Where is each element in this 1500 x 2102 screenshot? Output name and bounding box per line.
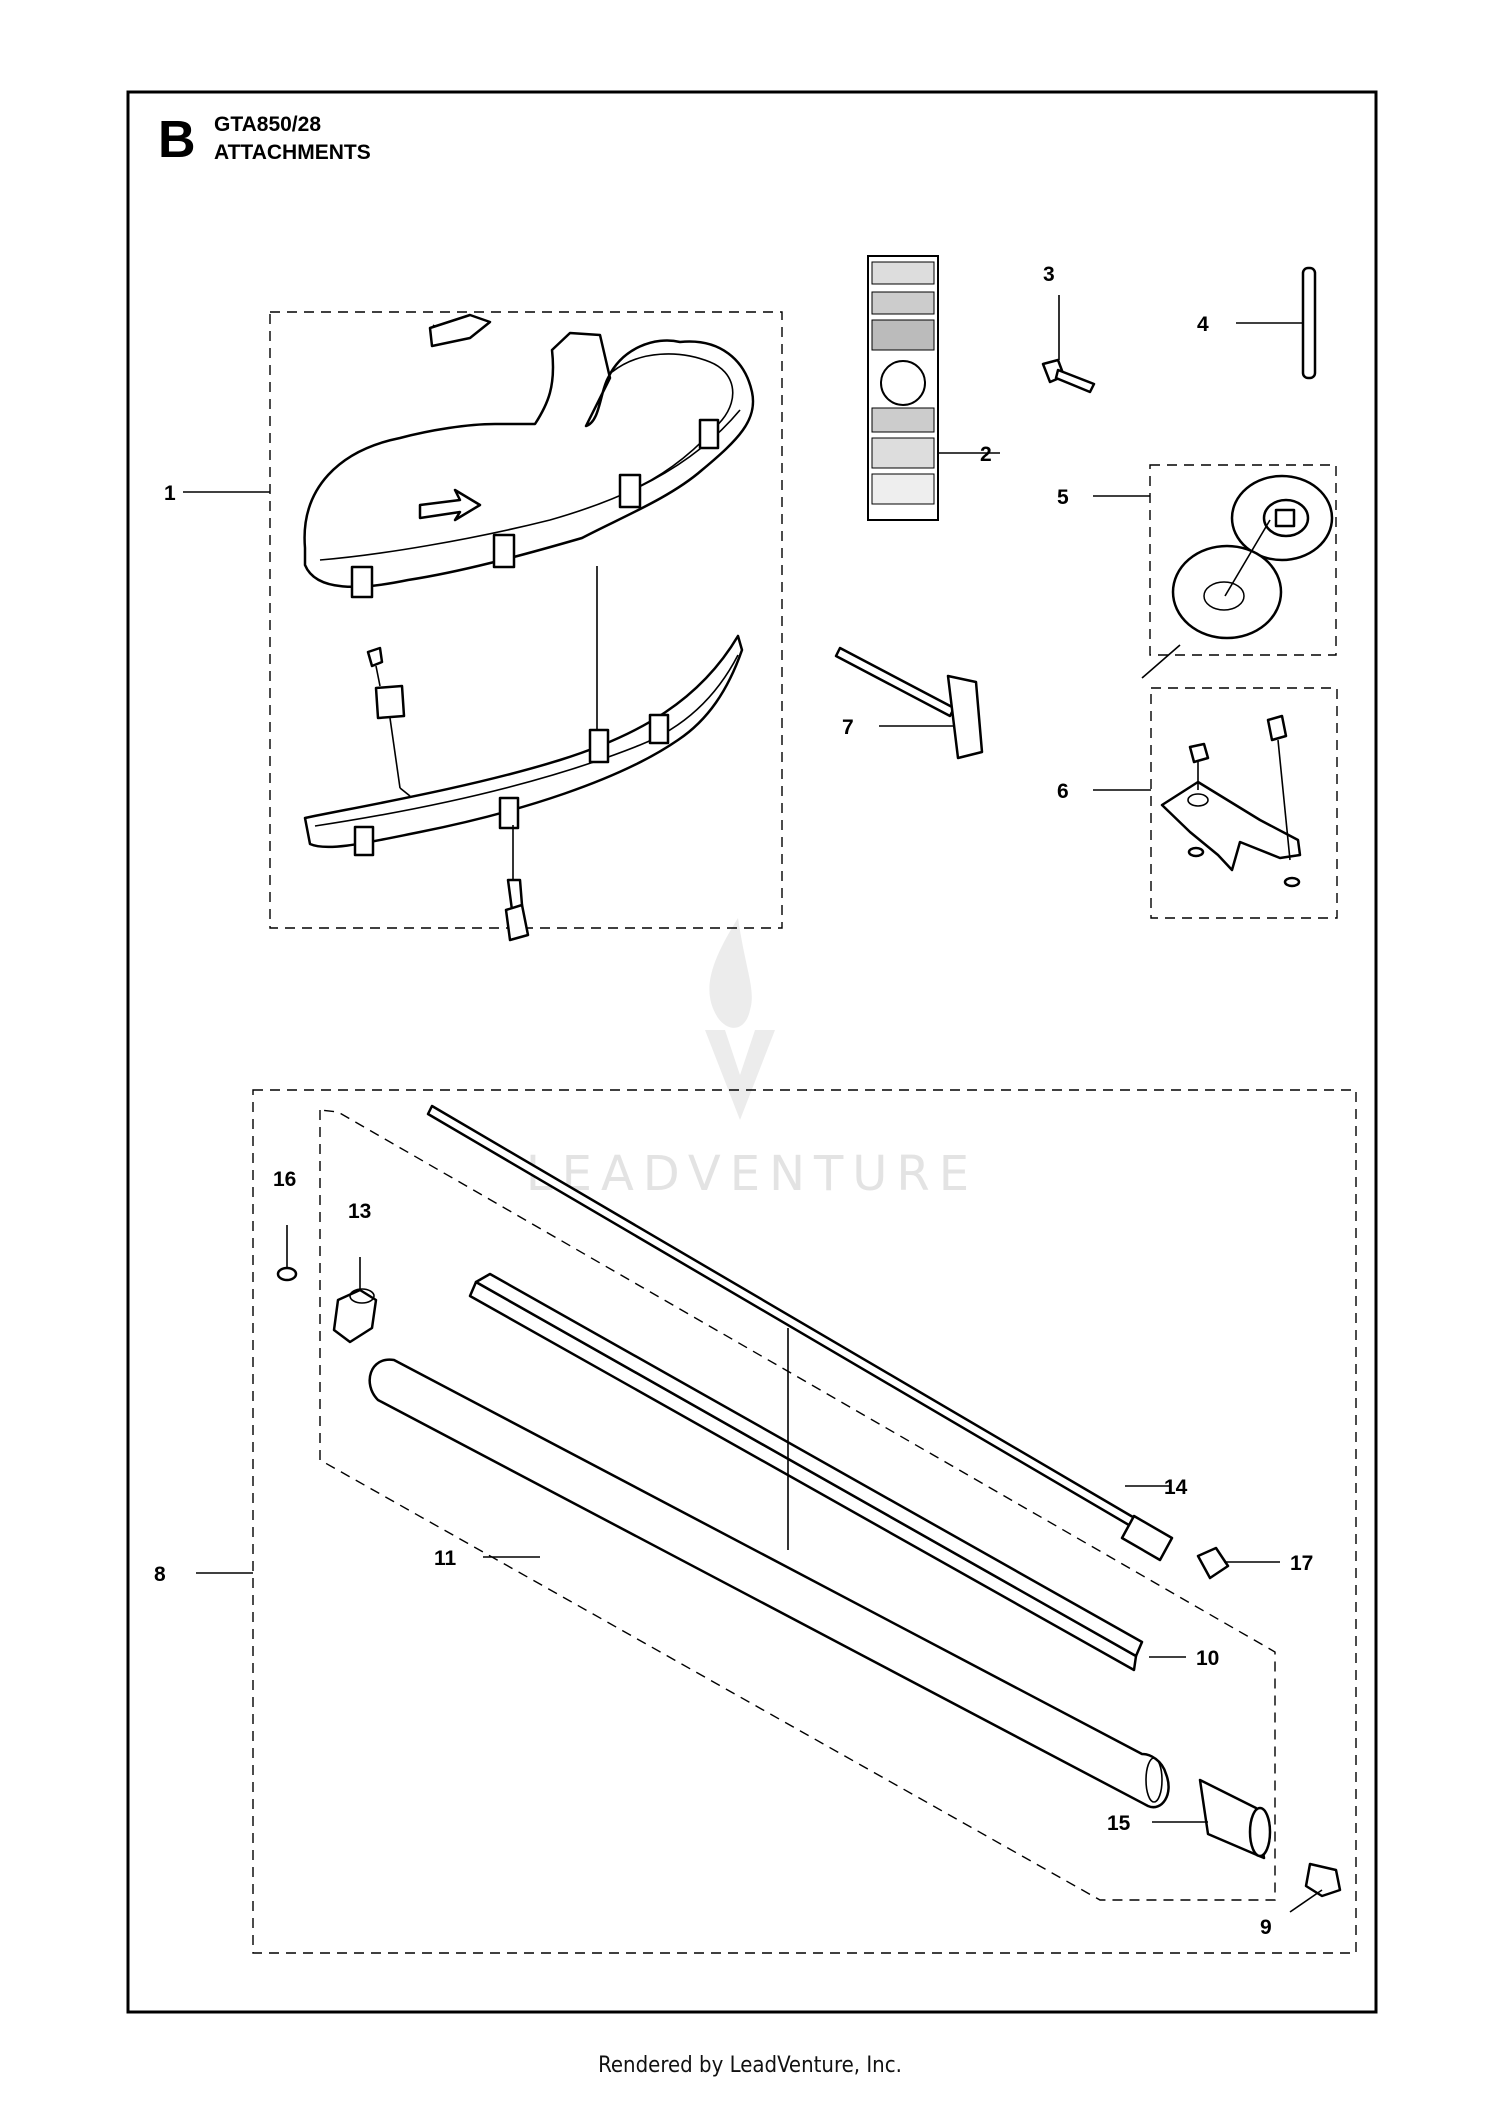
callout-10: 10 xyxy=(1196,1647,1219,1670)
screw xyxy=(1041,358,1096,394)
bracket-group-box xyxy=(1150,687,1338,919)
callout-4: 4 xyxy=(1197,313,1209,336)
watermark-text: LEADVENTURE xyxy=(526,1146,978,1202)
guard-bracket xyxy=(1160,714,1302,888)
footer-credit: Rendered by LeadVenture, Inc. xyxy=(598,2053,902,2078)
callout-6: 6 xyxy=(1057,780,1069,803)
inner-liner xyxy=(468,1272,1144,1672)
guard-screw-plate xyxy=(366,646,411,797)
sheet-letter: B xyxy=(158,111,196,169)
o-ring xyxy=(276,1266,298,1282)
drive-shaft xyxy=(426,1104,1174,1562)
shaft-end-nut xyxy=(1196,1546,1230,1580)
callout-14: 14 xyxy=(1164,1476,1188,1499)
sheet-model: GTA850/28 xyxy=(214,113,321,136)
callout-11: 11 xyxy=(434,1547,457,1570)
callout-13: 13 xyxy=(348,1200,371,1223)
tube-group-box xyxy=(319,1109,1276,1901)
sheet-section: ATTACHMENTS xyxy=(214,141,371,164)
watermark-logo: LEADVENTURE xyxy=(526,918,978,1202)
flange-group-box xyxy=(1149,464,1337,656)
callout-8: 8 xyxy=(154,1563,166,1586)
callout-9: 9 xyxy=(1260,1916,1272,1939)
shaft-group-box xyxy=(252,1089,1357,1954)
callout-17: 17 xyxy=(1290,1552,1313,1575)
callout-1: 1 xyxy=(164,482,176,505)
drive-coupling xyxy=(1198,1778,1272,1860)
callout-2: 2 xyxy=(980,443,992,466)
end-nut xyxy=(1304,1862,1342,1898)
guard-extension-blade xyxy=(303,634,744,942)
shaft-tube xyxy=(368,1358,1170,1809)
callout-3: 3 xyxy=(1043,263,1055,286)
callout-5: 5 xyxy=(1057,486,1069,509)
flange-washers xyxy=(1171,474,1334,640)
socket-wrench xyxy=(834,646,984,760)
callout-16: 16 xyxy=(273,1168,296,1191)
callout-15: 15 xyxy=(1107,1812,1131,1835)
trimmer-guard xyxy=(303,313,755,599)
warning-decal xyxy=(867,255,939,521)
callout-7: 7 xyxy=(842,716,854,739)
sheet-border xyxy=(126,90,1378,2014)
bushing xyxy=(332,1288,378,1344)
pin xyxy=(1301,266,1317,380)
